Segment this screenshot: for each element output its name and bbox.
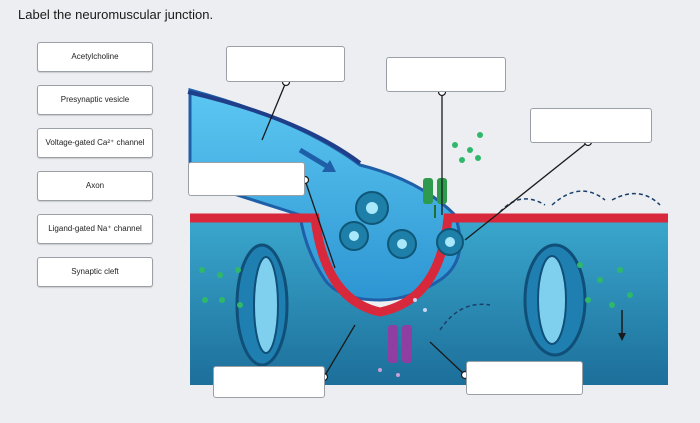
vesicle-content — [397, 239, 407, 249]
drop-zone-3[interactable] — [530, 108, 652, 143]
label-text: Voltage-gated Ca²⁺ channel — [45, 138, 145, 147]
label-presynaptic-vesicle[interactable]: Presynaptic vesicle — [37, 85, 153, 115]
label-text: Axon — [85, 181, 105, 190]
drop-zone-2[interactable] — [386, 57, 506, 92]
muscle-fold-right-inner — [537, 255, 567, 345]
muscle-fold-left-inner — [253, 256, 279, 354]
impulse-arrow-head — [322, 160, 336, 172]
question-title: Label the neuromuscular junction. — [18, 7, 214, 22]
label-text: Synaptic cleft — [71, 267, 119, 276]
leader-lines — [261, 81, 589, 378]
label-text: Ligand-gated Na⁺ channel — [48, 224, 142, 233]
drop-zone-5[interactable] — [213, 366, 325, 398]
recycle-arrow — [611, 192, 661, 206]
recycle-arrow — [551, 190, 606, 206]
label-text: Presynaptic vesicle — [60, 95, 130, 104]
recycle-arrow — [439, 303, 491, 331]
label-acetylcholine[interactable]: Acetylcholine — [37, 42, 153, 72]
drop-zone-1[interactable] — [226, 46, 345, 82]
motor-end-plate-membrane — [190, 213, 668, 317]
drop-zone-4[interactable] — [188, 162, 305, 196]
label-text: Acetylcholine — [71, 52, 119, 61]
na-channel — [388, 325, 412, 363]
drop-zone-6[interactable] — [466, 361, 583, 395]
label-ligand-gated-na-channel[interactable]: Ligand-gated Na⁺ channel — [37, 214, 153, 244]
recycle-arrow — [499, 198, 546, 213]
label-axon[interactable]: Axon — [37, 171, 153, 201]
label-voltage-gated-ca-channel[interactable]: Voltage-gated Ca²⁺ channel — [37, 128, 153, 158]
impulse-arrow-shaft — [298, 147, 332, 171]
vesicle-content — [445, 237, 455, 247]
vesicle-content — [349, 231, 359, 241]
axon-membrane — [187, 90, 362, 165]
vesicles — [339, 191, 464, 259]
acetylcholine-dots — [199, 132, 633, 377]
label-synaptic-cleft[interactable]: Synaptic cleft — [37, 257, 153, 287]
vesicle-content — [366, 202, 378, 214]
diffusion-arrow-head — [618, 333, 626, 341]
